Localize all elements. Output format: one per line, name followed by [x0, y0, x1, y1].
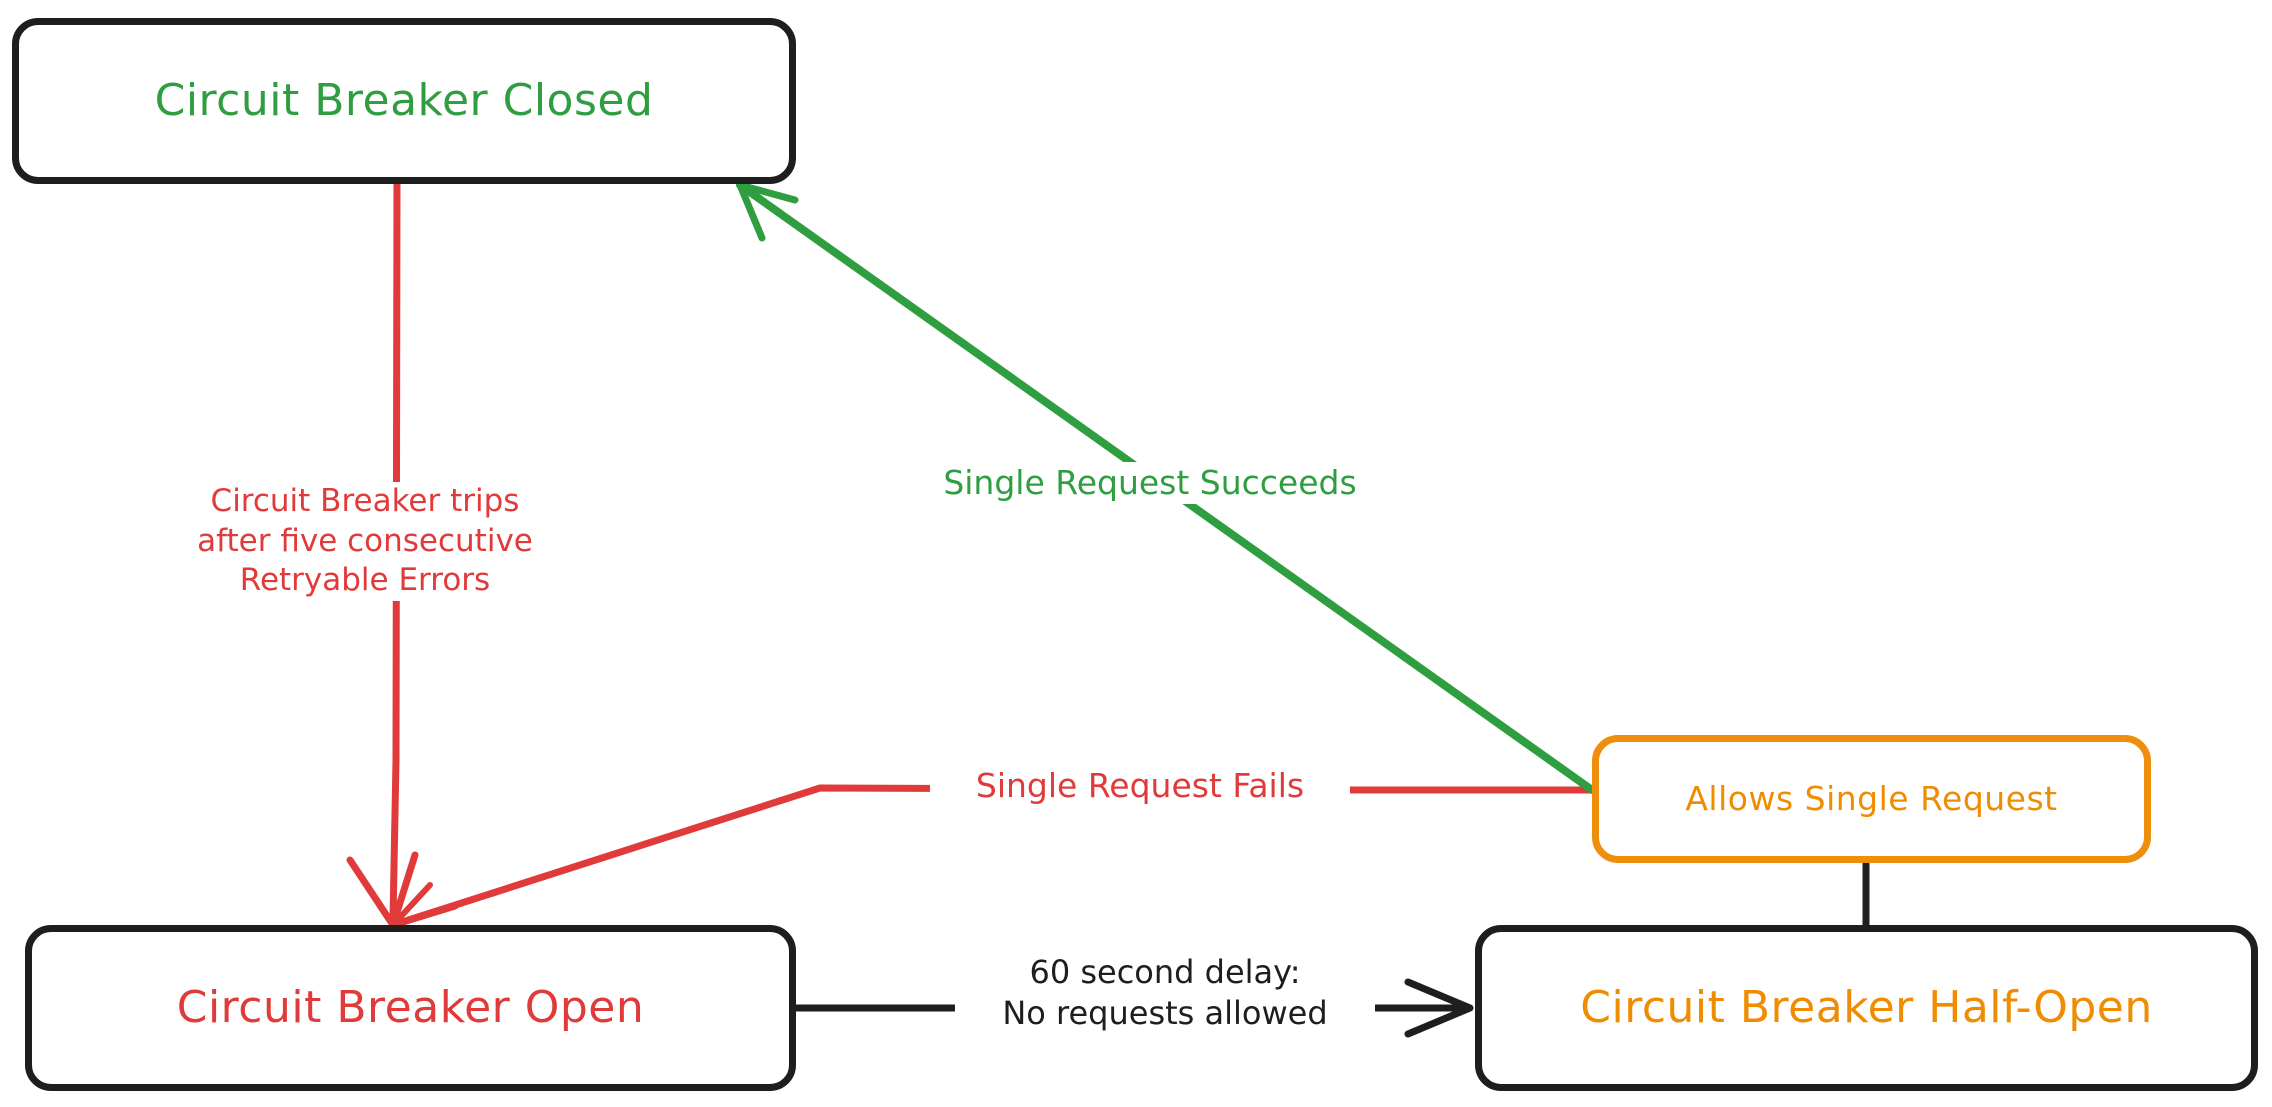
edge-label-trips: Circuit Breaker trips after five consecu… [155, 482, 575, 602]
node-allows-single-request[interactable]: Allows Single Request [1592, 735, 2151, 863]
node-circuit-breaker-half-open[interactable]: Circuit Breaker Half-Open [1475, 925, 2258, 1091]
node-label-closed: Circuit Breaker Closed [154, 74, 654, 126]
edge-label-single-request-fails: Single Request Fails [930, 765, 1350, 808]
edge-label-60-second-delay: 60 second delay: No requests allowed [955, 952, 1375, 1034]
node-circuit-breaker-open[interactable]: Circuit Breaker Open [25, 925, 796, 1091]
node-label-open: Circuit Breaker Open [176, 981, 645, 1033]
edge-fails [389, 784, 1596, 929]
node-circuit-breaker-closed[interactable]: Circuit Breaker Closed [12, 18, 796, 184]
edge-label-single-request-succeeds: Single Request Succeeds [900, 462, 1400, 505]
node-label-allows-single-request: Allows Single Request [1685, 779, 2058, 819]
node-label-half-open: Circuit Breaker Half-Open [1580, 981, 2153, 1033]
